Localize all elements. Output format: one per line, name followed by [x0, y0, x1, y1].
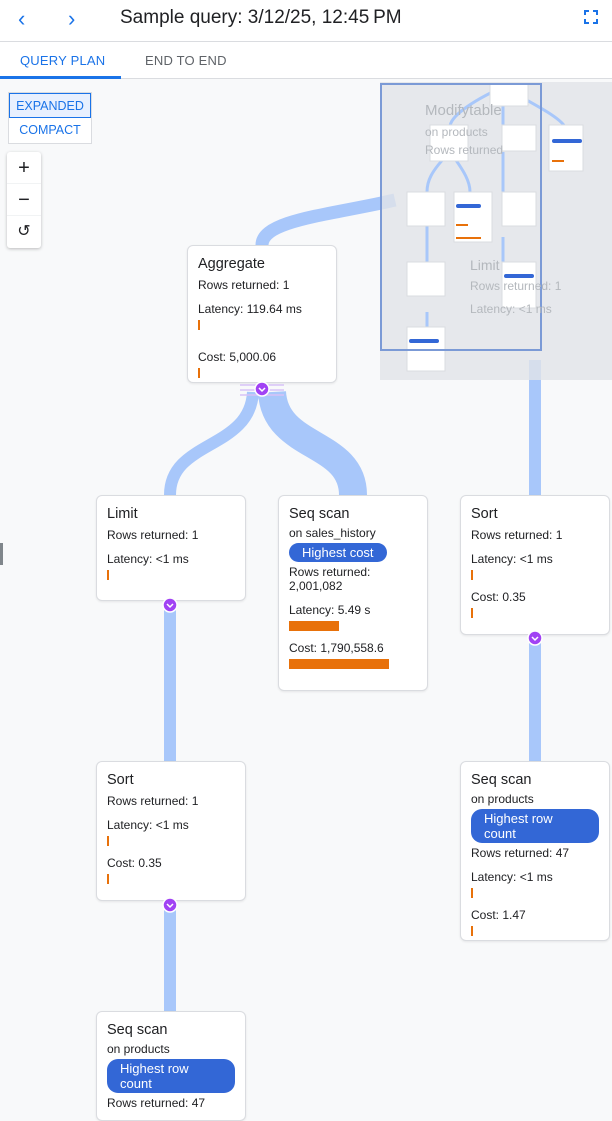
node-rows: Rows returned: 1 — [198, 278, 326, 292]
node-latency: Latency: 119.64 ms — [198, 302, 326, 316]
minimap[interactable] — [380, 82, 612, 380]
node-sort-left[interactable]: Sort Rows returned: 1 Latency: <1 ms Cos… — [96, 761, 246, 901]
node-limit[interactable]: Limit Rows returned: 1 Latency: <1 ms — [96, 495, 246, 601]
node-latency: Latency: <1 ms — [471, 552, 599, 566]
cost-bar — [198, 368, 200, 378]
reset-zoom-button[interactable]: ↺ — [7, 216, 41, 248]
cost-bar — [471, 926, 473, 936]
header: ‹ › Sample query: 3/12/25, 12:45 PM — [0, 0, 612, 42]
cost-bar — [471, 608, 473, 618]
node-title: Aggregate — [198, 256, 326, 272]
node-title: Sort — [471, 506, 599, 522]
node-seq-scan-products-left[interactable]: Seq scan on products Highest row count R… — [96, 1011, 246, 1121]
node-latency: Latency: 5.49 s — [289, 603, 417, 617]
zoom-out-button[interactable]: − — [7, 184, 41, 216]
link-root-aggregate — [262, 200, 395, 245]
node-table: on products — [107, 1042, 235, 1056]
node-aggregate[interactable]: Aggregate Rows returned: 1 Latency: 119.… — [187, 245, 337, 383]
node-latency: Latency: <1 ms — [107, 552, 235, 566]
tab-bar: QUERY PLAN END TO END — [0, 42, 612, 79]
node-cost: Cost: 0.35 — [471, 590, 599, 604]
node-cost: Cost: 1.47 — [471, 908, 599, 922]
latency-bar — [107, 836, 109, 846]
highest-cost-badge: Highest cost — [289, 543, 387, 562]
node-title: Seq scan — [289, 506, 417, 522]
node-cost: Cost: 5,000.06 — [198, 350, 326, 364]
node-seq-scan-sales-history[interactable]: Seq scan on sales_history Highest cost R… — [278, 495, 428, 691]
latency-bar — [471, 888, 473, 898]
node-title: Limit — [107, 506, 235, 522]
latency-bar — [198, 320, 200, 330]
link-aggregate-seqscan — [272, 392, 353, 495]
link-aggregate-limit — [170, 392, 253, 495]
node-latency: Latency: <1 ms — [471, 870, 599, 884]
node-sort-right[interactable]: Sort Rows returned: 1 Latency: <1 ms Cos… — [460, 495, 610, 635]
page-title: Sample query: 3/12/25, 12:45 PM — [120, 7, 402, 29]
node-latency: Latency: <1 ms — [107, 818, 235, 832]
latency-bar — [107, 570, 109, 580]
node-rows: Rows returned: 47 — [107, 1096, 235, 1110]
node-seq-scan-products-right[interactable]: Seq scan on products Highest row count R… — [460, 761, 610, 941]
node-cost: Cost: 1,790,558.6 — [289, 641, 417, 655]
node-rows-value: 2,001,082 — [289, 579, 417, 593]
back-button[interactable]: ‹ — [18, 6, 25, 32]
expanded-button[interactable]: EXPANDED — [9, 93, 91, 118]
node-title: Seq scan — [107, 1022, 235, 1038]
cost-bar — [289, 659, 389, 669]
node-title: Sort — [107, 772, 235, 788]
node-table: on sales_history — [289, 526, 417, 540]
active-tab-indicator — [0, 76, 121, 79]
latency-bar — [471, 570, 473, 580]
forward-button[interactable]: › — [68, 6, 75, 32]
node-rows: Rows returned: 47 — [471, 846, 599, 860]
compact-button[interactable]: COMPACT — [9, 118, 91, 143]
scroll-handle[interactable] — [0, 543, 3, 565]
expand-icon[interactable] — [255, 382, 269, 396]
node-rows: Rows returned: 1 — [107, 528, 235, 542]
node-rows-label: Rows returned: — [289, 565, 417, 579]
node-table: on products — [471, 792, 599, 806]
fullscreen-icon[interactable] — [584, 10, 598, 24]
node-cost: Cost: 0.35 — [107, 856, 235, 870]
node-rows: Rows returned: 1 — [471, 528, 599, 542]
latency-bar — [289, 621, 339, 631]
tab-query-plan[interactable]: QUERY PLAN — [20, 53, 105, 68]
tab-end-to-end[interactable]: END TO END — [145, 53, 227, 68]
view-toggle: EXPANDED COMPACT — [8, 92, 92, 144]
minimap-graph — [380, 82, 612, 380]
highest-row-count-badge: Highest row count — [471, 809, 599, 843]
node-rows: Rows returned: 1 — [107, 794, 235, 808]
zoom-in-button[interactable]: + — [7, 152, 41, 184]
zoom-controls: + − ↺ — [7, 152, 41, 248]
highest-row-count-badge: Highest row count — [107, 1059, 235, 1093]
cost-bar — [107, 874, 109, 884]
node-title: Seq scan — [471, 772, 599, 788]
